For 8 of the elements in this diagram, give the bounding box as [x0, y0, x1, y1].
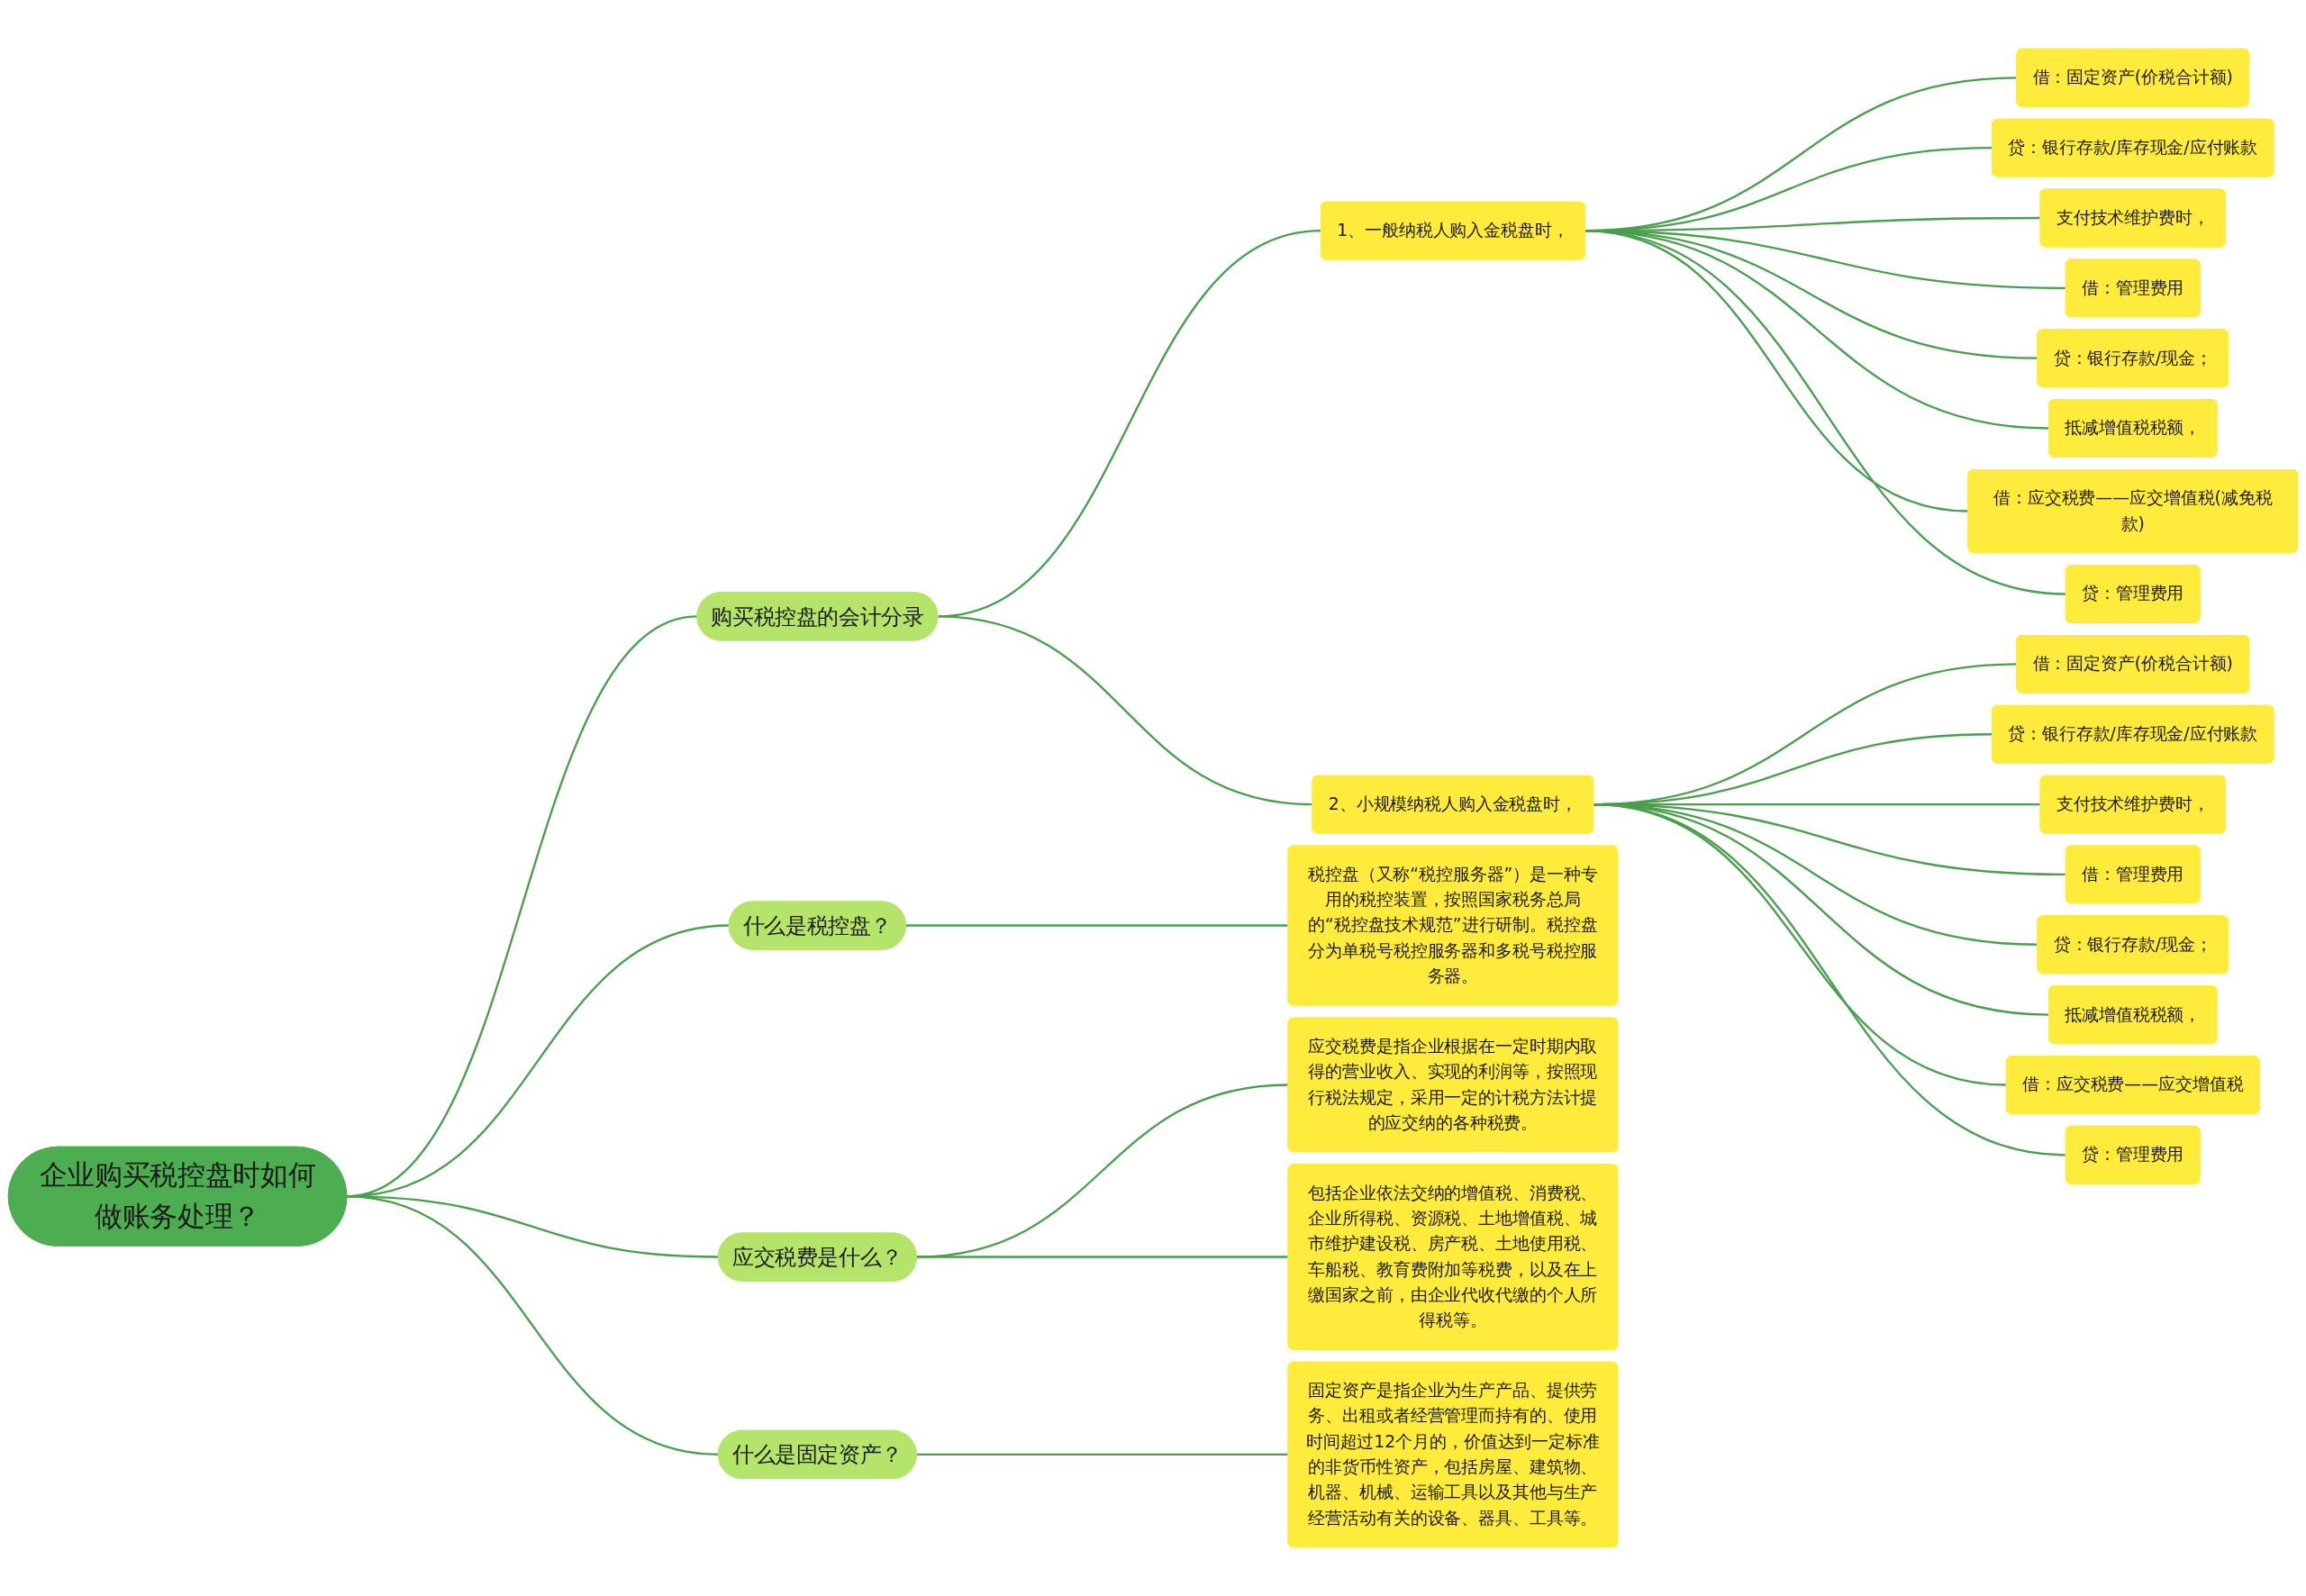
connector — [916, 1084, 1289, 1258]
connector — [1593, 803, 2066, 1156]
connector — [916, 1256, 1289, 1258]
connector — [1584, 229, 2066, 595]
connector — [905, 924, 1289, 927]
connector — [937, 615, 1313, 806]
connector — [916, 1453, 1289, 1456]
connector — [346, 1195, 719, 1456]
